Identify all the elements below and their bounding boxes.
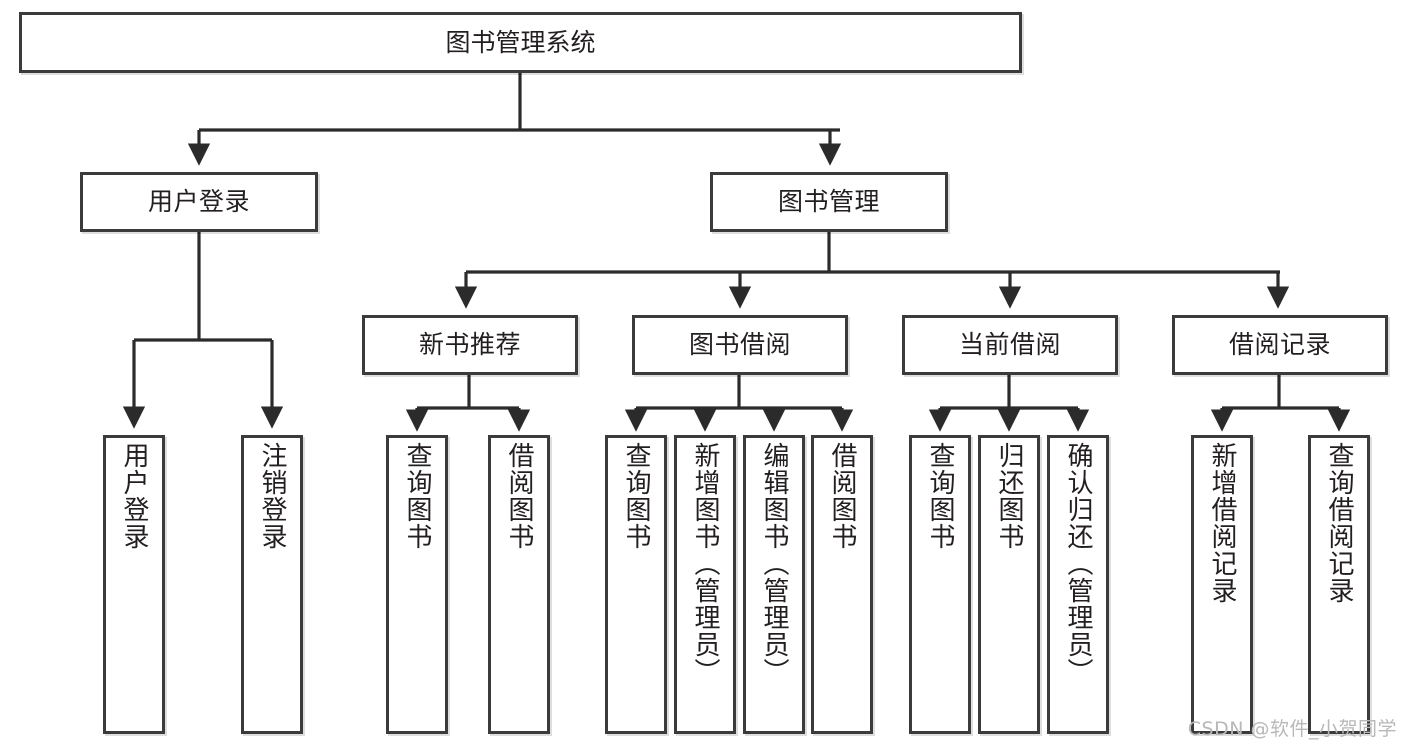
leaf-new-book-query[interactable]: 查询图书 [386, 435, 448, 734]
node-label: 借阅图书 [827, 442, 857, 550]
node-label: 新增图书（管理员） [690, 442, 720, 685]
node-label: 用户登录 [119, 442, 149, 550]
node-new-book-recommend[interactable]: 新书推荐 [362, 315, 578, 375]
node-label: 确认归还（管理员） [1063, 442, 1093, 685]
node-label: 注销登录 [257, 442, 287, 550]
leaf-book-borrow-borrow[interactable]: 借阅图书 [811, 435, 873, 734]
node-label: 图书管理 [777, 187, 880, 216]
node-label: 当前借阅 [958, 330, 1061, 359]
node-label: 借阅记录 [1228, 330, 1331, 359]
leaf-current-borrow-confirm-return[interactable]: 确认归还（管理员） [1047, 435, 1109, 734]
leaf-book-borrow-add[interactable]: 新增图书（管理员） [674, 435, 736, 734]
node-label: 图书借阅 [688, 330, 791, 359]
node-label: 查询图书 [402, 442, 432, 550]
node-label: 用户登录 [147, 187, 250, 216]
leaf-new-book-borrow[interactable]: 借阅图书 [488, 435, 550, 734]
node-current-borrow[interactable]: 当前借阅 [902, 315, 1118, 375]
node-label: 图书管理系统 [445, 27, 596, 57]
node-label: 编辑图书（管理员） [759, 442, 789, 685]
leaf-book-borrow-edit[interactable]: 编辑图书（管理员） [743, 435, 805, 734]
node-book-management-system[interactable]: 图书管理系统 [19, 12, 1022, 73]
node-label: 查询图书 [621, 442, 651, 550]
leaf-current-borrow-query[interactable]: 查询图书 [909, 435, 971, 734]
node-book-borrow[interactable]: 图书借阅 [632, 315, 848, 375]
node-label: 新书推荐 [418, 330, 521, 359]
leaf-borrow-record-add[interactable]: 新增借阅记录 [1191, 435, 1253, 734]
csdn-watermark: CSDN @软件_小贺同学 [1187, 718, 1397, 740]
node-label: 查询图书 [925, 442, 955, 550]
leaf-current-borrow-return[interactable]: 归还图书 [978, 435, 1040, 734]
node-label: 查询借阅记录 [1324, 442, 1354, 604]
node-book-management[interactable]: 图书管理 [710, 172, 948, 232]
node-label: 归还图书 [994, 442, 1024, 550]
node-label: 新增借阅记录 [1207, 442, 1237, 604]
leaf-user-login-login[interactable]: 用户登录 [103, 435, 165, 734]
node-label: 借阅图书 [504, 442, 534, 550]
leaf-book-borrow-query[interactable]: 查询图书 [605, 435, 667, 734]
leaf-user-login-logout[interactable]: 注销登录 [241, 435, 303, 734]
node-borrow-record[interactable]: 借阅记录 [1172, 315, 1388, 375]
node-user-login[interactable]: 用户登录 [80, 172, 318, 232]
leaf-borrow-record-query[interactable]: 查询借阅记录 [1308, 435, 1370, 734]
